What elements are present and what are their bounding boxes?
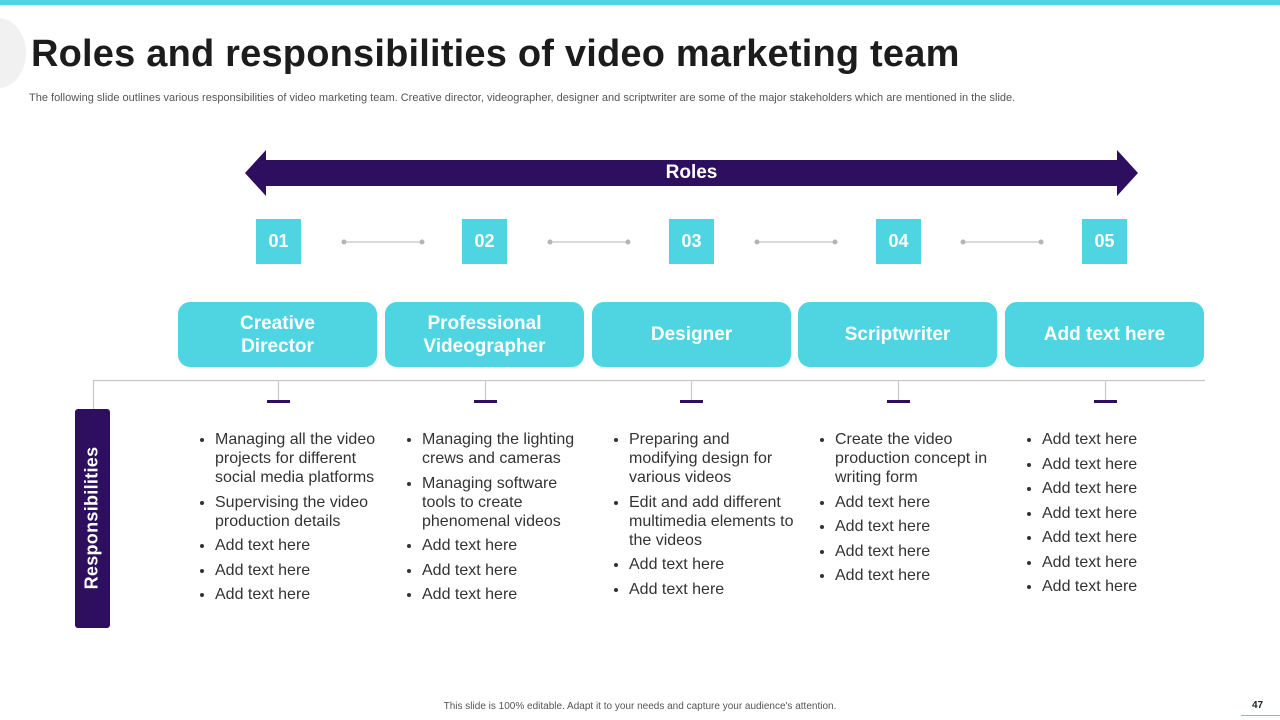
role-number-3: 03 bbox=[669, 219, 714, 264]
list-item: Add text here bbox=[835, 542, 1005, 561]
role-number-2: 02 bbox=[462, 219, 507, 264]
list-item: Add text here bbox=[835, 517, 1005, 536]
role-name-3: Designer bbox=[650, 324, 733, 345]
role-box-5: Add text here bbox=[1005, 302, 1204, 367]
list-item: Add text here bbox=[1042, 430, 1212, 449]
responsibilities-label: Responsibilities bbox=[81, 446, 102, 590]
list-item: Supervising the video production details bbox=[215, 493, 385, 531]
connector-4-5 bbox=[960, 239, 1044, 245]
list-item: Add text here bbox=[629, 580, 799, 599]
list-item: Managing the lighting crews and cameras bbox=[422, 430, 592, 468]
list-item: Add text here bbox=[422, 585, 592, 604]
footer-note: This slide is 100% editable. Adapt it to… bbox=[443, 701, 837, 712]
list-item: Add text here bbox=[215, 561, 385, 580]
list-item: Add text here bbox=[215, 536, 385, 555]
list-item: Add text here bbox=[1042, 455, 1212, 474]
connector-2-3 bbox=[547, 239, 631, 245]
list-item: Add text here bbox=[1042, 577, 1212, 596]
connector-3-4 bbox=[754, 239, 838, 245]
role-name-2: Professional Videographer bbox=[423, 312, 546, 357]
list-item: Managing all the video projects for diff… bbox=[215, 430, 385, 487]
role-3-responsibilities: Preparing and modifying design for vario… bbox=[609, 430, 799, 604]
role-name-1: Creative Director bbox=[240, 312, 315, 357]
list-item: Preparing and modifying design for vario… bbox=[629, 430, 799, 487]
list-item: Add text here bbox=[422, 561, 592, 580]
list-item: Add text here bbox=[1042, 553, 1212, 572]
list-item: Managing software tools to create phenom… bbox=[422, 474, 592, 531]
list-item: Edit and add different multimedia elemen… bbox=[629, 493, 799, 550]
list-item: Add text here bbox=[629, 555, 799, 574]
role-5-responsibilities: Add text here Add text here Add text her… bbox=[1022, 430, 1212, 602]
role-name-4: Scriptwriter bbox=[844, 324, 951, 345]
role-box-3: Designer bbox=[592, 302, 791, 367]
list-item: Add text here bbox=[1042, 528, 1212, 547]
list-item: Add text here bbox=[835, 566, 1005, 585]
connector-1-2 bbox=[341, 239, 425, 245]
responsibilities-bar bbox=[75, 409, 110, 628]
slide-subtitle: The following slide outlines various res… bbox=[29, 92, 1016, 104]
role-2-responsibilities: Managing the lighting crews and cameras … bbox=[402, 430, 592, 610]
role-box-4: Scriptwriter bbox=[798, 302, 997, 367]
page-number-underline bbox=[1241, 715, 1280, 716]
list-item: Create the video production concept in w… bbox=[835, 430, 1005, 487]
role-1-responsibilities: Managing all the video projects for diff… bbox=[195, 430, 385, 610]
page-number: 47 bbox=[1252, 700, 1264, 711]
roles-label: Roles bbox=[665, 162, 718, 183]
role-box-2: Professional Videographer bbox=[385, 302, 584, 367]
list-item: Add text here bbox=[1042, 479, 1212, 498]
role-number-1: 01 bbox=[256, 219, 301, 264]
list-item: Add text here bbox=[1042, 504, 1212, 523]
role-number-5: 05 bbox=[1082, 219, 1127, 264]
role-name-5: Add text here bbox=[1043, 324, 1166, 345]
list-item: Add text here bbox=[835, 493, 1005, 512]
role-number-4: 04 bbox=[876, 219, 921, 264]
list-item: Add text here bbox=[215, 585, 385, 604]
top-accent-bar bbox=[0, 0, 1280, 5]
role-box-1: Creative Director bbox=[178, 302, 377, 367]
roles-arrow bbox=[245, 150, 1138, 196]
role-4-responsibilities: Create the video production concept in w… bbox=[815, 430, 1005, 591]
roles-arrow-shape bbox=[245, 150, 1138, 196]
slide-title: Roles and responsibilities of video mark… bbox=[31, 33, 960, 75]
list-item: Add text here bbox=[422, 536, 592, 555]
